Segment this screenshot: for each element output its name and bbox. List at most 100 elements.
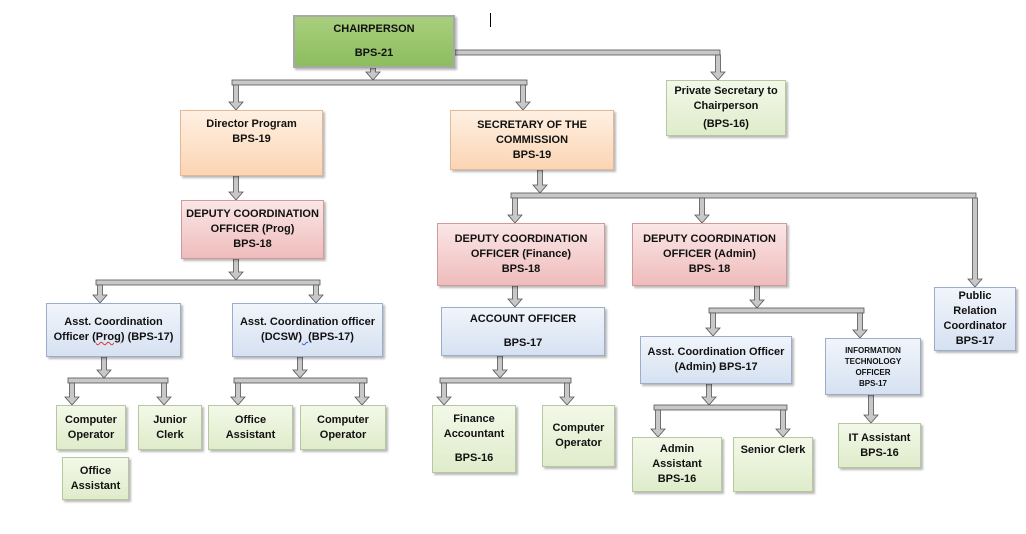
connector-arrow: [701, 383, 717, 406]
computer-operator-box: Computer Operator: [542, 405, 615, 467]
dco-prog-line1: DEPUTY COORDINATION: [186, 208, 319, 220]
aco-prog-line1: Asst. Coordination: [64, 316, 163, 328]
connector-arrow: [749, 285, 765, 309]
secretary-grade: BPS-19: [512, 148, 552, 161]
connector-arrow: [292, 356, 308, 379]
leaf-line2: Assistant: [652, 458, 702, 470]
aco-prog-line2-post: ) (BPS-17): [120, 331, 174, 343]
senior-clerk-box: Senior Clerk: [733, 437, 813, 492]
leaf-line2: Operator: [555, 437, 602, 449]
aco-prog-box: Asst. Coordination Officer (Prog) (BPS-1…: [46, 303, 181, 357]
aco-prog-line2-word: Prog: [95, 331, 121, 343]
connector-arrow: [559, 382, 575, 406]
connector-arrow: [694, 197, 710, 224]
connector-arrow: [967, 197, 983, 288]
director-program-box: Director Program BPS-19: [180, 110, 323, 176]
connector-arrow: [436, 382, 452, 406]
aco-dcsw-line1: Asst. Coordination officer: [239, 316, 376, 328]
it-officer-line1: INFORMATION: [845, 345, 901, 355]
connector-bar: [454, 49, 721, 56]
connector-arrow: [96, 356, 112, 379]
leaf-line1: Finance: [453, 413, 495, 425]
connector-arrow: [507, 285, 523, 308]
admin-assistant-box: Admin Assistant BPS-16: [632, 437, 722, 492]
account-officer-box: ACCOUNT OFFICER BPS-17: [441, 307, 605, 356]
secretary-line1: SECRETARY OF THE: [477, 118, 587, 131]
office-assistant-box: Office Assistant: [62, 457, 129, 500]
account-officer-title: ACCOUNT OFFICER: [469, 313, 577, 325]
leaf-grade: BPS-16: [657, 473, 697, 485]
it-assistant-box: IT Assistant BPS-16: [838, 423, 921, 468]
dco-admin-line2: OFFICER (Admin): [663, 248, 756, 260]
secretary-box: SECRETARY OF THE COMMISSION BPS-19: [450, 110, 614, 170]
pr-coordinator-grade: BPS-17: [955, 335, 995, 347]
connector-arrow: [230, 382, 246, 406]
leaf-line1: Office: [234, 413, 267, 426]
leaf-line2: Operator: [67, 428, 115, 441]
dco-finance-line2: OFFICER (Finance): [470, 248, 572, 260]
connector-bar: [439, 377, 572, 384]
connector-arrow: [156, 382, 172, 406]
aco-admin-line2: (Admin) BPS-17: [674, 361, 758, 373]
leaf-title: IT Assistant: [848, 431, 911, 444]
leaf-line1: Computer: [317, 413, 369, 426]
pr-coordinator-line2: Relation: [953, 305, 997, 317]
leaf-line1: Junior: [153, 413, 187, 426]
connector-arrow: [532, 169, 548, 194]
computer-operator-box: Computer Operator: [56, 405, 126, 450]
office-assistant-box: Office Assistant: [208, 405, 293, 450]
pr-coordinator-line3: Coordinator: [943, 320, 1007, 332]
dco-finance-box: DEPUTY COORDINATION OFFICER (Finance) BP…: [437, 223, 605, 286]
computer-operator-box: Computer Operator: [300, 405, 386, 450]
dco-admin-grade: BPS- 18: [688, 263, 731, 275]
connector-bar: [708, 307, 865, 314]
connector-arrow: [775, 409, 791, 438]
leaf-line1: Admin: [659, 443, 695, 455]
it-officer-box: INFORMATION TECHNOLOGY OFFICER BPS-17: [825, 338, 921, 395]
dco-prog-grade: BPS-18: [233, 238, 272, 250]
connector-bar: [231, 79, 528, 86]
it-officer-line3: OFFICER: [855, 367, 891, 377]
leaf-grade: BPS-16: [860, 446, 899, 459]
connector-bar: [95, 279, 321, 286]
leaf-line1: Office: [79, 464, 112, 477]
connector-arrow: [64, 382, 80, 406]
it-officer-line2: TECHNOLOGY: [844, 356, 902, 366]
chairperson-grade: BPS-21: [354, 47, 394, 59]
leaf-line1: Computer: [552, 422, 605, 434]
connector-arrow: [228, 175, 244, 201]
connector-arrow: [354, 382, 370, 406]
private-secretary-line1: Private Secretary to: [674, 85, 778, 97]
dco-finance-line1: DEPUTY COORDINATION: [454, 233, 588, 245]
junior-clerk-box: Junior Clerk: [138, 405, 202, 450]
director-program-grade: BPS-19: [232, 133, 271, 145]
leaf-grade: BPS-16: [454, 452, 494, 464]
aco-prog-line2-pre: Officer (: [53, 331, 96, 343]
chairperson-title: CHAIRPERSON: [333, 23, 415, 35]
aco-dcsw-box: Asst. Coordination officer (DCSW) (BPS-1…: [232, 303, 383, 357]
leaf-line2: Accountant: [443, 428, 505, 440]
connector-bar: [510, 192, 977, 199]
leaf-line2: Assistant: [70, 479, 121, 492]
private-secretary-grade: (BPS-16): [703, 118, 749, 130]
account-officer-grade: BPS-17: [503, 337, 543, 349]
connector-arrow: [507, 197, 523, 224]
connector-arrow: [365, 67, 381, 81]
it-officer-grade: BPS-17: [858, 378, 887, 388]
connector-arrow: [852, 312, 868, 339]
leaf-line2: Assistant: [225, 428, 276, 441]
dco-prog-line2: OFFICER (Prog): [210, 223, 295, 235]
pr-coordinator-box: Public Relation Coordinator BPS-17: [934, 287, 1016, 351]
private-secretary-line2: Chairperson: [693, 100, 759, 112]
connector-arrow: [863, 394, 879, 424]
text-cursor: [490, 13, 491, 27]
connector-arrow: [650, 409, 666, 438]
connector-arrow: [92, 284, 108, 304]
connector-arrow: [228, 258, 244, 281]
dco-prog-box: DEPUTY COORDINATION OFFICER (Prog) BPS-1…: [181, 200, 324, 259]
connector-arrow: [228, 84, 244, 111]
aco-dcsw-line2-post: (BPS-17): [308, 331, 354, 343]
pr-coordinator-line1: Public: [958, 290, 992, 302]
dco-admin-box: DEPUTY COORDINATION OFFICER (Admin) BPS-…: [632, 223, 787, 286]
